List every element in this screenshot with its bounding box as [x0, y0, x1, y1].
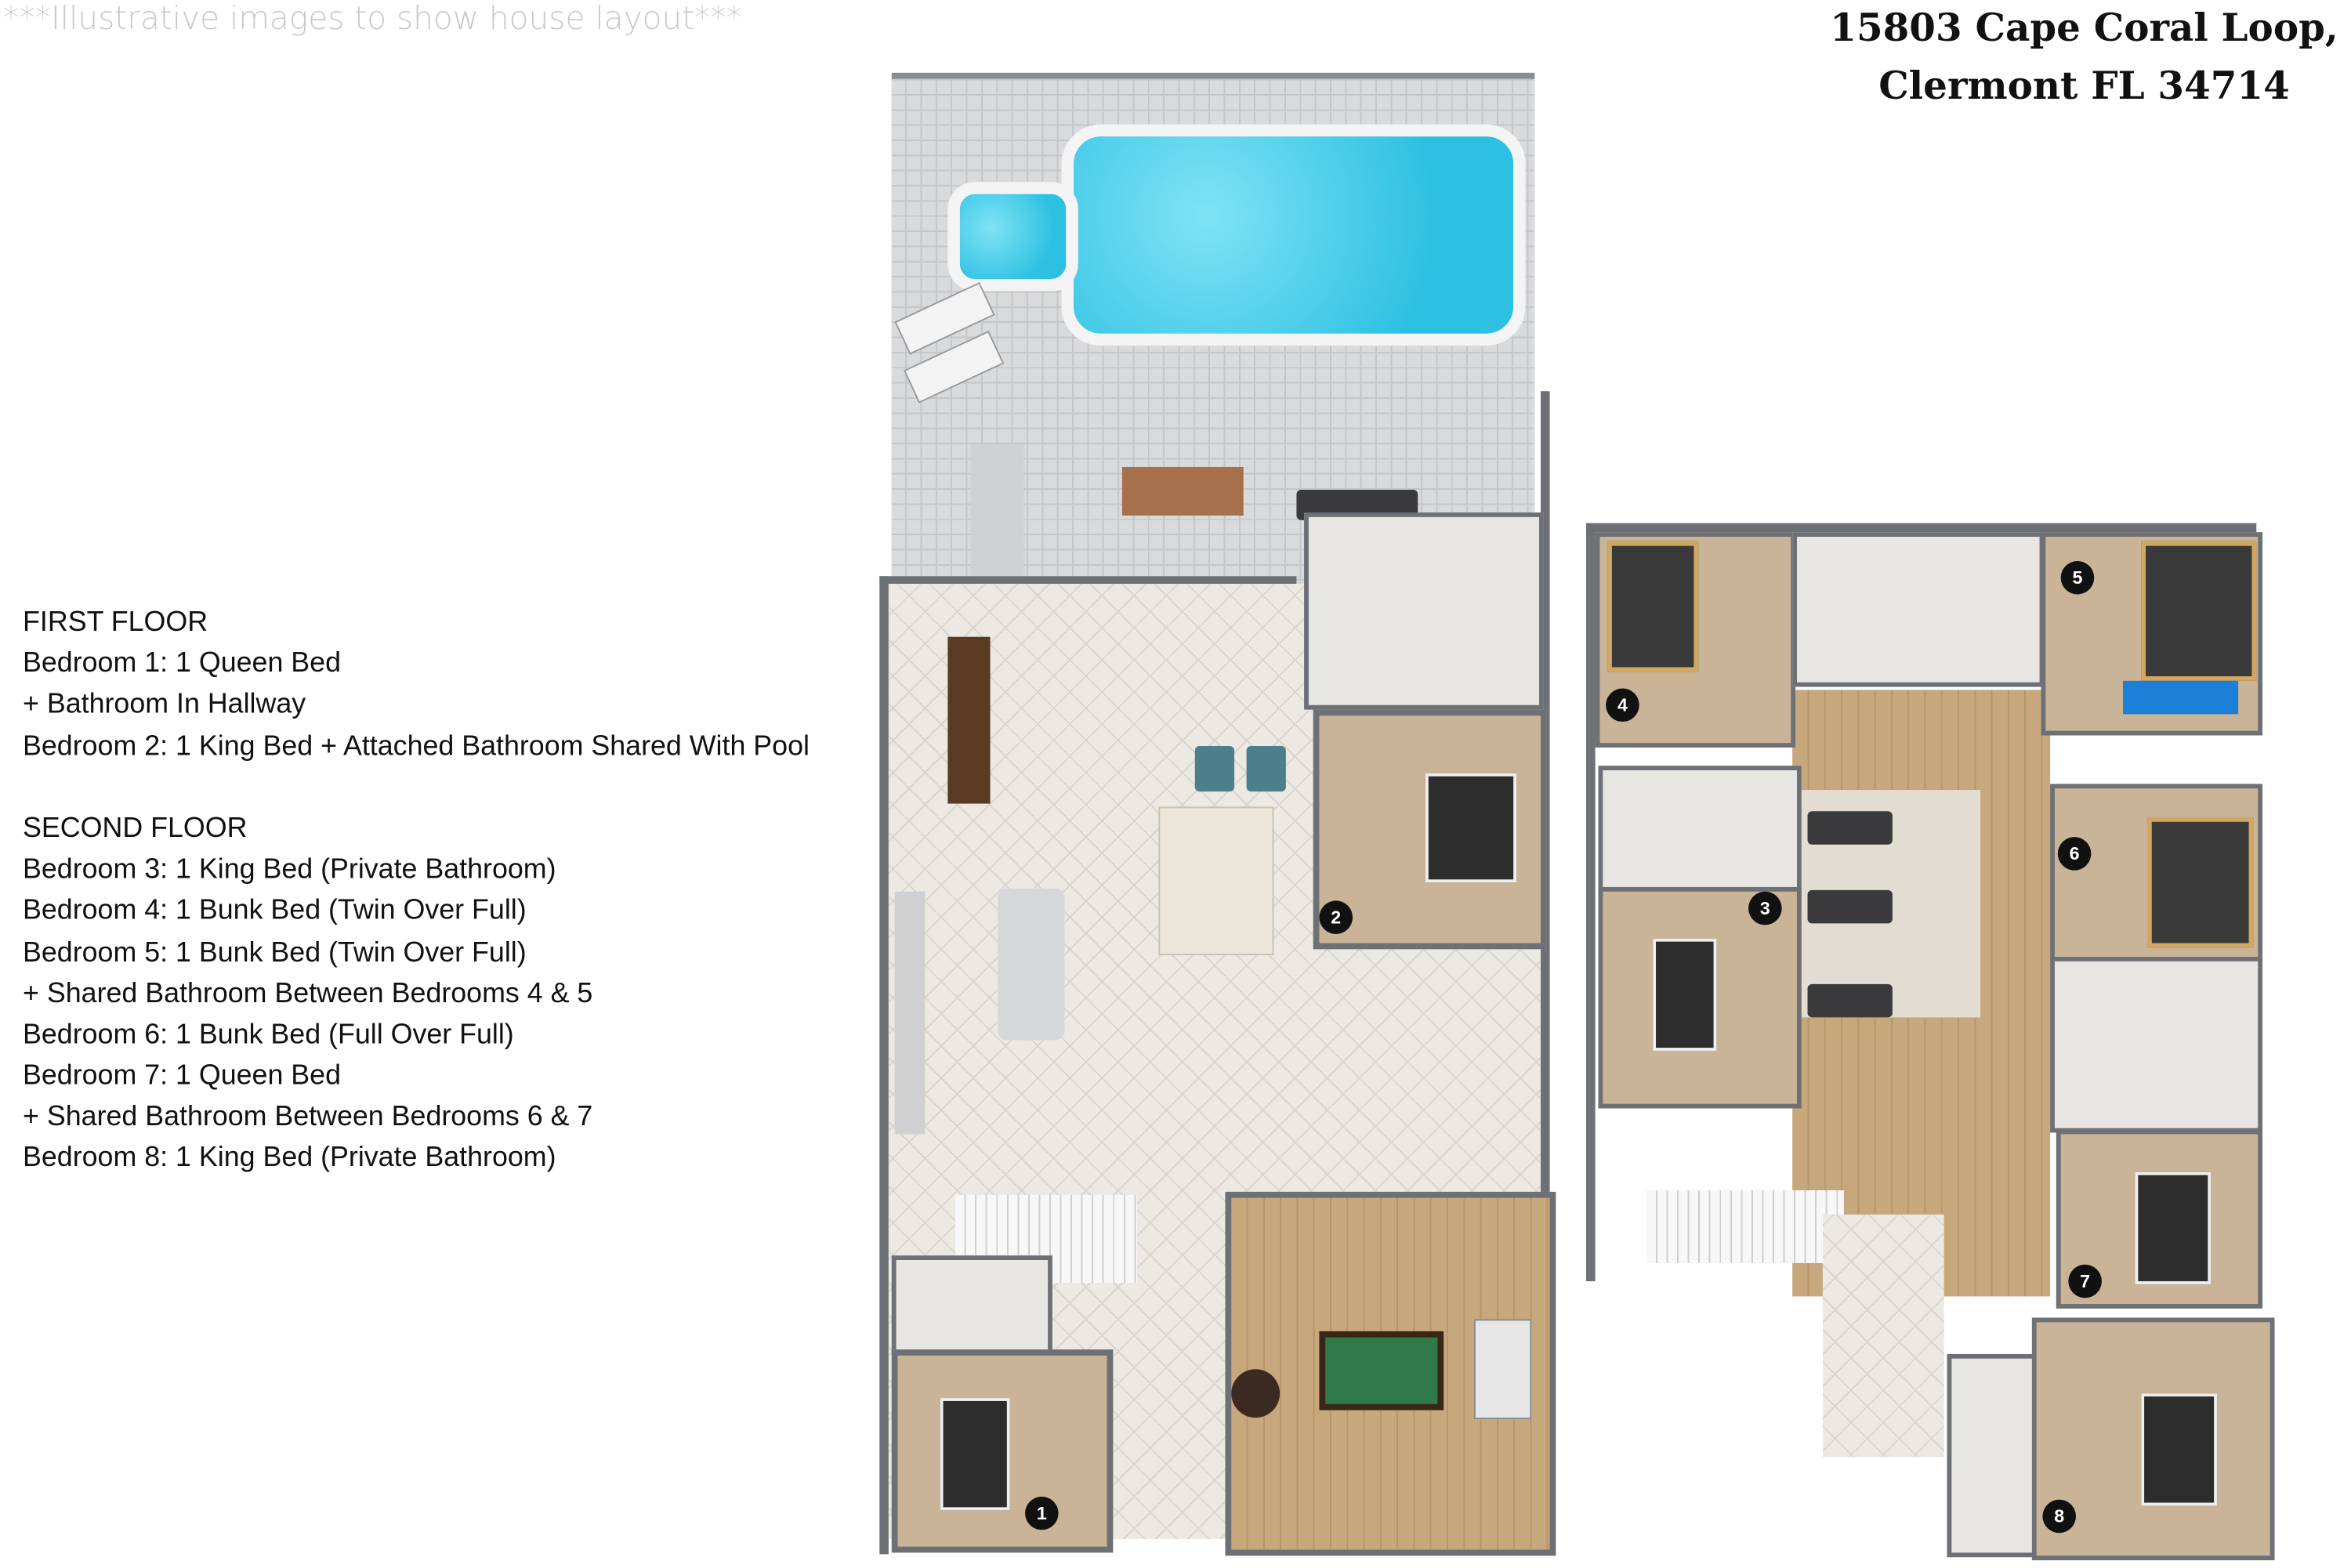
king-bed [2141, 1393, 2217, 1506]
bedroom-3-marker: 3 [1748, 891, 1782, 925]
legend-line: + Bathroom In Hallway [23, 687, 306, 719]
queen-bed [2135, 1171, 2212, 1284]
legend-line: SECOND FLOOR [23, 811, 248, 843]
hallway-bathroom [891, 1255, 1052, 1356]
kitchen-counter [894, 891, 926, 1135]
address-line-1: 15803 Cape Coral Loop, [1830, 5, 2338, 50]
bedroom-legend: FIRST FLOOR Bedroom 1: 1 Queen Bed + Bat… [23, 600, 810, 1178]
legend-line: Bedroom 3: 1 King Bed (Private Bathroom) [23, 852, 556, 885]
king-bed [1653, 938, 1717, 1051]
bunk-bed [2141, 541, 2257, 681]
exterior-wall [879, 576, 889, 1555]
bedroom-8-bathroom [1947, 1353, 2038, 1558]
legend-line: FIRST FLOOR [23, 605, 208, 637]
bedroom-6-marker: 6 [2057, 837, 2092, 871]
air-hockey-table [1473, 1319, 1532, 1420]
address-line-2: Clermont FL 34714 [1878, 63, 2290, 108]
bedroom-4-marker: 4 [1606, 688, 1639, 722]
legend-line: Bedroom 5: 1 Bunk Bed (Twin Over Full) [23, 934, 527, 967]
exterior-wall [1540, 391, 1550, 1555]
slide [2123, 680, 2239, 715]
exterior-wall [1586, 523, 1596, 1282]
legend-line: + Shared Bathroom Between Bedrooms 6 & 7 [23, 1099, 593, 1132]
legend-line: Bedroom 7: 1 Queen Bed [23, 1058, 342, 1091]
second-floor-plan: 4 5 3 6 7 8 [1586, 523, 2275, 1562]
legend-line: Bedroom 6: 1 Bunk Bed (Full Over Full) [23, 1017, 514, 1049]
legend-line: Bedroom 2: 1 King Bed + Attached Bathroo… [23, 728, 810, 761]
spa [947, 182, 1078, 292]
pool-table [1319, 1331, 1444, 1410]
bedroom-1-marker: 1 [1025, 1496, 1059, 1530]
bedroom-3-bathroom [1598, 766, 1802, 893]
bedroom-2-marker: 2 [1319, 900, 1353, 934]
bunk-bed [1607, 541, 1699, 672]
legend-line: Bedroom 1: 1 Queen Bed [23, 646, 342, 679]
legend-line: + Shared Bathroom Between Bedrooms 4 & 5 [23, 976, 593, 1009]
legend-line: Bedroom 8: 1 King Bed (Private Bathroom) [23, 1140, 556, 1173]
legend-line [23, 766, 810, 807]
sectional-sofa [1158, 806, 1274, 956]
recliner-row [1807, 983, 1893, 1018]
stairs [1646, 1190, 1844, 1263]
shared-bathroom-4-5 [1792, 532, 2045, 687]
outdoor-dining-table [1121, 466, 1244, 516]
bedroom-5-marker: 5 [2060, 560, 2095, 595]
round-table [1231, 1369, 1281, 1418]
armchair [1246, 746, 1286, 792]
king-bed [1425, 773, 1516, 883]
shared-bathroom-6-7 [2050, 956, 2263, 1133]
bedroom-8-marker: 8 [2042, 1499, 2077, 1534]
open-to-below [1822, 1214, 1944, 1458]
first-floor-plan: 2 1 [879, 72, 1556, 1559]
outdoor-kitchen [970, 444, 1024, 581]
recliner-row [1807, 889, 1893, 924]
bunk-bed [2146, 817, 2254, 948]
bedroom-2-bathroom [1304, 512, 1544, 710]
armchair [1194, 746, 1235, 792]
pool [1061, 124, 1526, 346]
dining-table [947, 636, 991, 804]
kitchen-island [998, 888, 1065, 1041]
exterior-wall [1586, 523, 2257, 533]
legend-line: Bedroom 4: 1 Bunk Bed (Twin Over Full) [23, 893, 527, 925]
bedroom-7-marker: 7 [2068, 1264, 2102, 1298]
disclaimer-text: ***Illustrative images to show house lay… [2, 0, 743, 37]
exterior-wall [879, 576, 1297, 584]
property-address: 15803 Cape Coral Loop, Clermont FL 34714 [1830, 0, 2338, 115]
queen-bed [940, 1398, 1010, 1511]
recliner-row [1807, 811, 1893, 845]
